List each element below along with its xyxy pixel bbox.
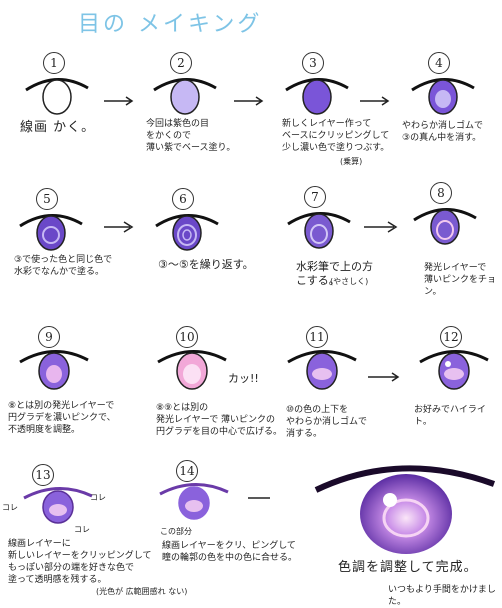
arrow-right-icon [234, 96, 264, 106]
arrow-right-icon [368, 372, 400, 382]
eye-erased-center [411, 78, 475, 115]
arrow-right-icon [360, 96, 390, 106]
step-caption: お好みでハイライト。 [414, 405, 486, 427]
step-number: 8 [430, 182, 452, 204]
step-number: 3 [302, 52, 324, 74]
eye-highlight [419, 350, 489, 390]
eye-line-art [25, 78, 89, 115]
step-number: 11 [306, 326, 328, 348]
eye-clipping-tint [23, 486, 93, 524]
eye-pink-gradient [19, 350, 89, 390]
step-note: (乗算) [340, 157, 363, 166]
step-caption: 新しくレイヤー作って ベースにクリッピングして 少し濃い色で塗りつぶす。 [282, 119, 390, 153]
eye-center-glow [157, 350, 227, 390]
side-label: コレ [2, 503, 18, 512]
step-caption: ③～⑤を繰り返す。 [158, 258, 254, 271]
step-caption: 今回は紫色の目 をかくので 薄い紫でベース塗り。 [146, 119, 236, 153]
step-caption: ⑩の色の上下を やわらか消しゴムで 消する。 [286, 405, 368, 439]
step-note: (やさしく) [330, 277, 369, 286]
arrow-right-icon [364, 221, 398, 233]
side-label: コレ [74, 525, 90, 534]
eye-erase-top-bottom [287, 350, 357, 390]
step-caption: 線画レイヤーをクリ、ピングして 瞳の輪郭の色を中の色に合せる。 [162, 541, 298, 563]
final-caption: 色調を調整して完成。 [338, 560, 478, 575]
side-label: コレ [90, 493, 106, 502]
eye-watercolor [19, 214, 83, 251]
arrow-right-icon [104, 221, 134, 233]
step-note: この部分 [160, 527, 192, 536]
step-caption: ⑧⑨とは別の 発光レイヤーで 薄いピンクの 円グラデを目の中心で広げる。 [156, 403, 283, 437]
step-number: 12 [440, 326, 462, 348]
step-caption: やわらか消しゴムで ③の真ん中を消す。 [402, 121, 484, 143]
dash-separator [248, 497, 270, 499]
step-note: (光色が 広範囲感れ ない) [96, 587, 188, 596]
step-caption: ⑧とは別の発光レイヤーで 円グラデを濃いピンクで、 不透明度を調整。 [8, 401, 116, 435]
step-caption: 線画 かく。 [20, 120, 96, 135]
step-caption: 線画レイヤーに 新しいレイヤーをクリッピングして もっぽい部分の端を好きな色で … [8, 539, 152, 585]
step-caption: ③で使った色と同じ色で 水彩でなんかで塗る。 [14, 255, 113, 277]
eye-repeat [155, 214, 219, 251]
step-number: 5 [36, 188, 58, 210]
step-caption: 水彩筆で上の方 こする。 [296, 260, 373, 287]
step-caption: 発光レイヤーで 薄いピンクをチョン。 [424, 263, 497, 297]
step-number: 10 [176, 326, 198, 348]
step-number: 7 [304, 186, 326, 208]
eye-glow [413, 208, 477, 245]
step-number: 13 [32, 464, 54, 486]
final-eye-illustration [314, 465, 496, 554]
step-number: 14 [176, 460, 198, 482]
eye-outline-color [159, 482, 229, 520]
eye-multiply-layer [285, 78, 349, 115]
final-footer: いつもより手間をかけました。 [388, 585, 496, 607]
step-number: 4 [428, 52, 450, 74]
step-number: 9 [38, 326, 60, 348]
eye-rub [287, 212, 351, 249]
page-title: 目の メイキング [78, 12, 263, 37]
eye-base-color [153, 78, 217, 115]
sfx-text: カッ!! [228, 372, 259, 385]
step-number: 6 [172, 188, 194, 210]
step-number: 1 [43, 52, 65, 74]
step-number: 2 [170, 52, 192, 74]
arrow-right-icon [104, 96, 134, 106]
